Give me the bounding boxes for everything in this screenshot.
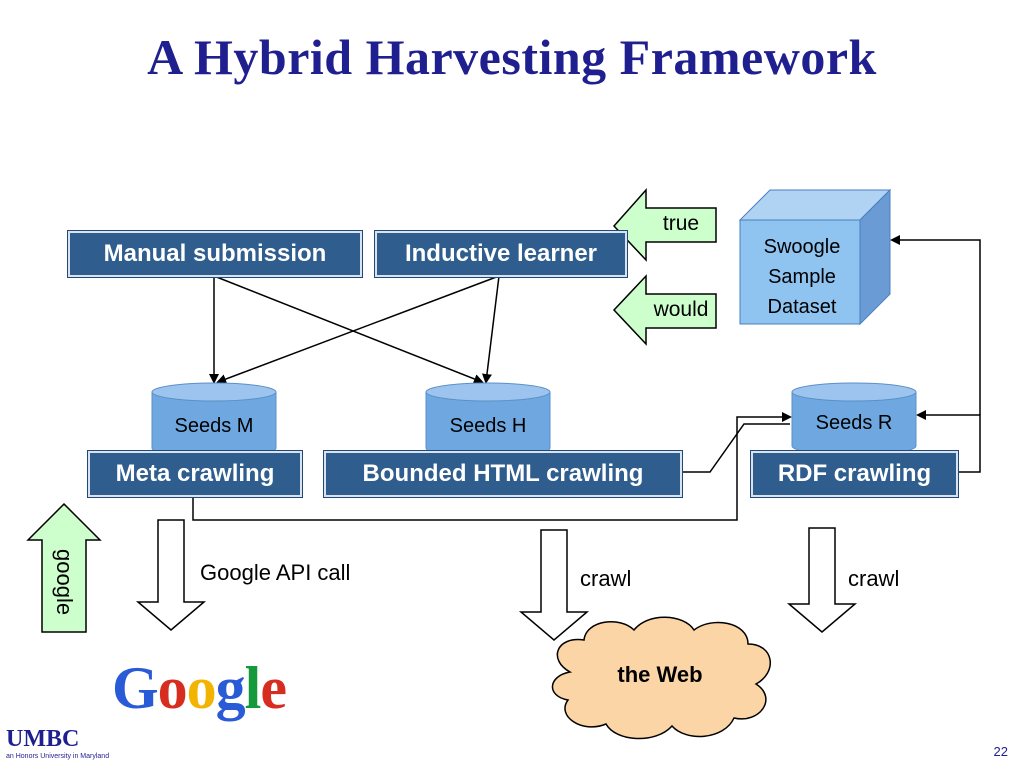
google-api-down-arrow bbox=[135, 519, 207, 631]
edge-rdf-to-dataset bbox=[890, 235, 981, 415]
would-arrow-label: would bbox=[653, 298, 709, 321]
inductive-learner-box: Inductive learner bbox=[375, 231, 627, 277]
seeds-h-label: Seeds H bbox=[449, 415, 527, 437]
edge-inductive-to-seeds-m bbox=[216, 275, 500, 384]
the-web-label: the Web bbox=[617, 662, 703, 687]
crawl-right-label: crawl bbox=[848, 566, 900, 591]
true-arrow-label: true bbox=[662, 212, 700, 235]
google-arrow-shape bbox=[26, 502, 102, 633]
cylinder-seeds-h bbox=[425, 382, 551, 458]
edge-meta-to-seeds-r bbox=[192, 412, 792, 521]
edge-inductive-to-seeds-h bbox=[482, 275, 500, 384]
rdf-crawling-box: RDF crawling bbox=[751, 451, 958, 497]
manual-submission-box: Manual submission bbox=[68, 231, 362, 277]
swoogle-dataset-cube bbox=[738, 188, 892, 326]
seeds-m-label: Seeds M bbox=[174, 415, 254, 437]
swoogle-dataset-label: Swoogle Sample Dataset bbox=[752, 232, 852, 322]
meta-crawling-box: Meta crawling bbox=[88, 451, 302, 497]
web-cloud bbox=[551, 616, 772, 740]
crawl-right-down-arrow bbox=[786, 527, 858, 633]
edge-manual-to-seeds-h bbox=[213, 275, 484, 384]
slide-title: A Hybrid Harvesting Framework bbox=[147, 29, 877, 85]
true-arrow-shape bbox=[612, 188, 717, 262]
crawl-left-down-arrow bbox=[518, 529, 590, 641]
swoogle-line-3: Dataset bbox=[767, 296, 837, 318]
connector-lines bbox=[192, 235, 981, 521]
crawl-left-label: crawl bbox=[580, 566, 632, 591]
page-number: 22 bbox=[993, 744, 1008, 759]
seeds-r-label: Seeds R bbox=[815, 412, 893, 434]
umbc-tagline: an Honors University in Maryland bbox=[6, 753, 110, 760]
umbc-logo: UMBC bbox=[6, 726, 80, 752]
google-api-call-label: Google API call bbox=[200, 560, 351, 585]
swoogle-line-2: Sample bbox=[768, 266, 836, 288]
google-arrow-label: google bbox=[52, 548, 77, 616]
bounded-html-crawling-box: Bounded HTML crawling bbox=[324, 451, 682, 497]
google-logo: Google bbox=[112, 655, 287, 721]
edge-rdf-to-seeds-r bbox=[916, 410, 981, 473]
swoogle-line-1: Swoogle bbox=[763, 236, 841, 258]
cylinder-seeds-r bbox=[791, 382, 917, 456]
would-arrow-shape bbox=[612, 274, 717, 346]
edge-html-to-seeds-r bbox=[679, 423, 790, 473]
